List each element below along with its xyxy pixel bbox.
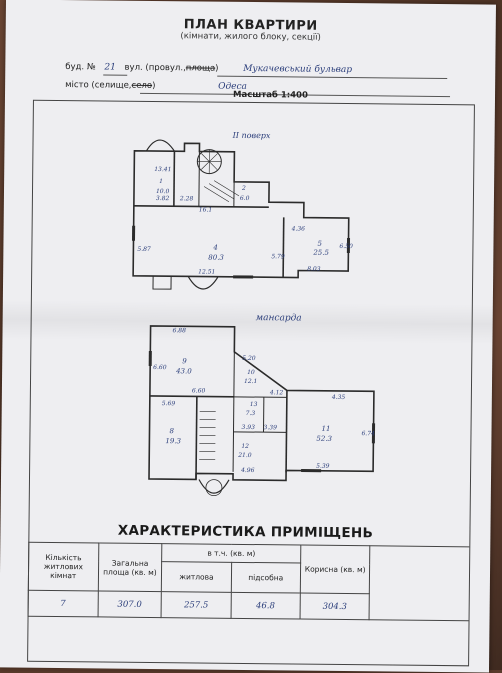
dim-label: 4.35 [331,394,346,401]
dim-label: 12.51 [198,268,215,275]
dim-label: 4.96 [240,467,255,474]
room-12-num: 12 [241,443,249,450]
value-aux: 46.8 [230,592,301,620]
room-13-area: 7.3 [246,410,256,417]
room-4-num: 4 [212,244,218,252]
room-9-num: 9 [182,357,187,365]
value-living: 257.5 [161,591,231,619]
room-8-num: 8 [169,427,174,435]
dim-label: 6.50 [339,243,353,250]
col-useful-header: Корисна (кв. м) [300,545,371,594]
dim-label: 2.28 [179,195,194,202]
room-10-num: 10 [247,369,255,376]
col-total-header: Загальна площа (кв. м) [97,542,163,592]
room-1-extra: 10.0 [156,188,170,195]
dim-label: 6.60 [153,364,167,371]
dim-label: 8.03 [307,266,321,273]
room-11-area: 52.3 [316,435,332,443]
room-8-area: 19.3 [165,437,181,445]
dim-label: 3.93 [242,424,256,431]
value-useful: 304.3 [300,593,370,620]
col-living-header: житлова [161,561,232,593]
characteristics-table: Кількість житлових кімнат Загальна площа… [28,542,470,622]
room-13-num: 13 [250,401,258,408]
col-aux-header: підсобна [230,562,301,594]
room-1-num: 1 [159,178,163,185]
dim-label: 16.1 [199,206,212,213]
room-11-num: 11 [321,425,330,433]
dim-label: 4.36 [291,225,306,232]
table-blank-cell [369,545,470,621]
room-4-area: 80.3 [208,254,224,262]
dim-label: 4.12 [269,389,284,396]
col-incl-header: в т.ч. (кв. м) [161,543,301,564]
dim-label: 6.74 [361,430,375,437]
value-rooms: 7 [28,590,98,617]
room-1-area: 13.41 [154,166,171,173]
dim-label: 5.39 [316,463,330,470]
room-10-area: 12.1 [244,378,257,385]
dim-label: 5.69 [162,400,176,407]
dim-label: 5.87 [137,246,151,253]
attic-label: мансарда [256,313,302,323]
floor-plan-drawing: II поверх мансарда 13.41 1 10.0 2 6.0 4 … [131,131,376,497]
room-2-num: 2 [241,185,246,192]
dim-label: 3.82 [156,195,170,202]
dim-label: 3.39 [264,424,278,431]
dim-label: 5.79 [271,253,285,260]
dim-label: 5.20 [242,355,256,362]
floor2-label: II поверх [232,131,271,140]
room-5-num: 5 [317,240,322,248]
value-total: 307.0 [97,590,162,618]
col-rooms-header: Кількість житлових кімнат [28,542,99,591]
room-9-area: 43.0 [175,367,192,375]
room-12-area: 21.0 [237,452,252,459]
dim-label: 6.60 [192,387,206,394]
room-2-extra: 6.0 [240,195,250,202]
dim-label: 6.88 [173,327,187,334]
room-5-area: 25.5 [312,249,329,257]
